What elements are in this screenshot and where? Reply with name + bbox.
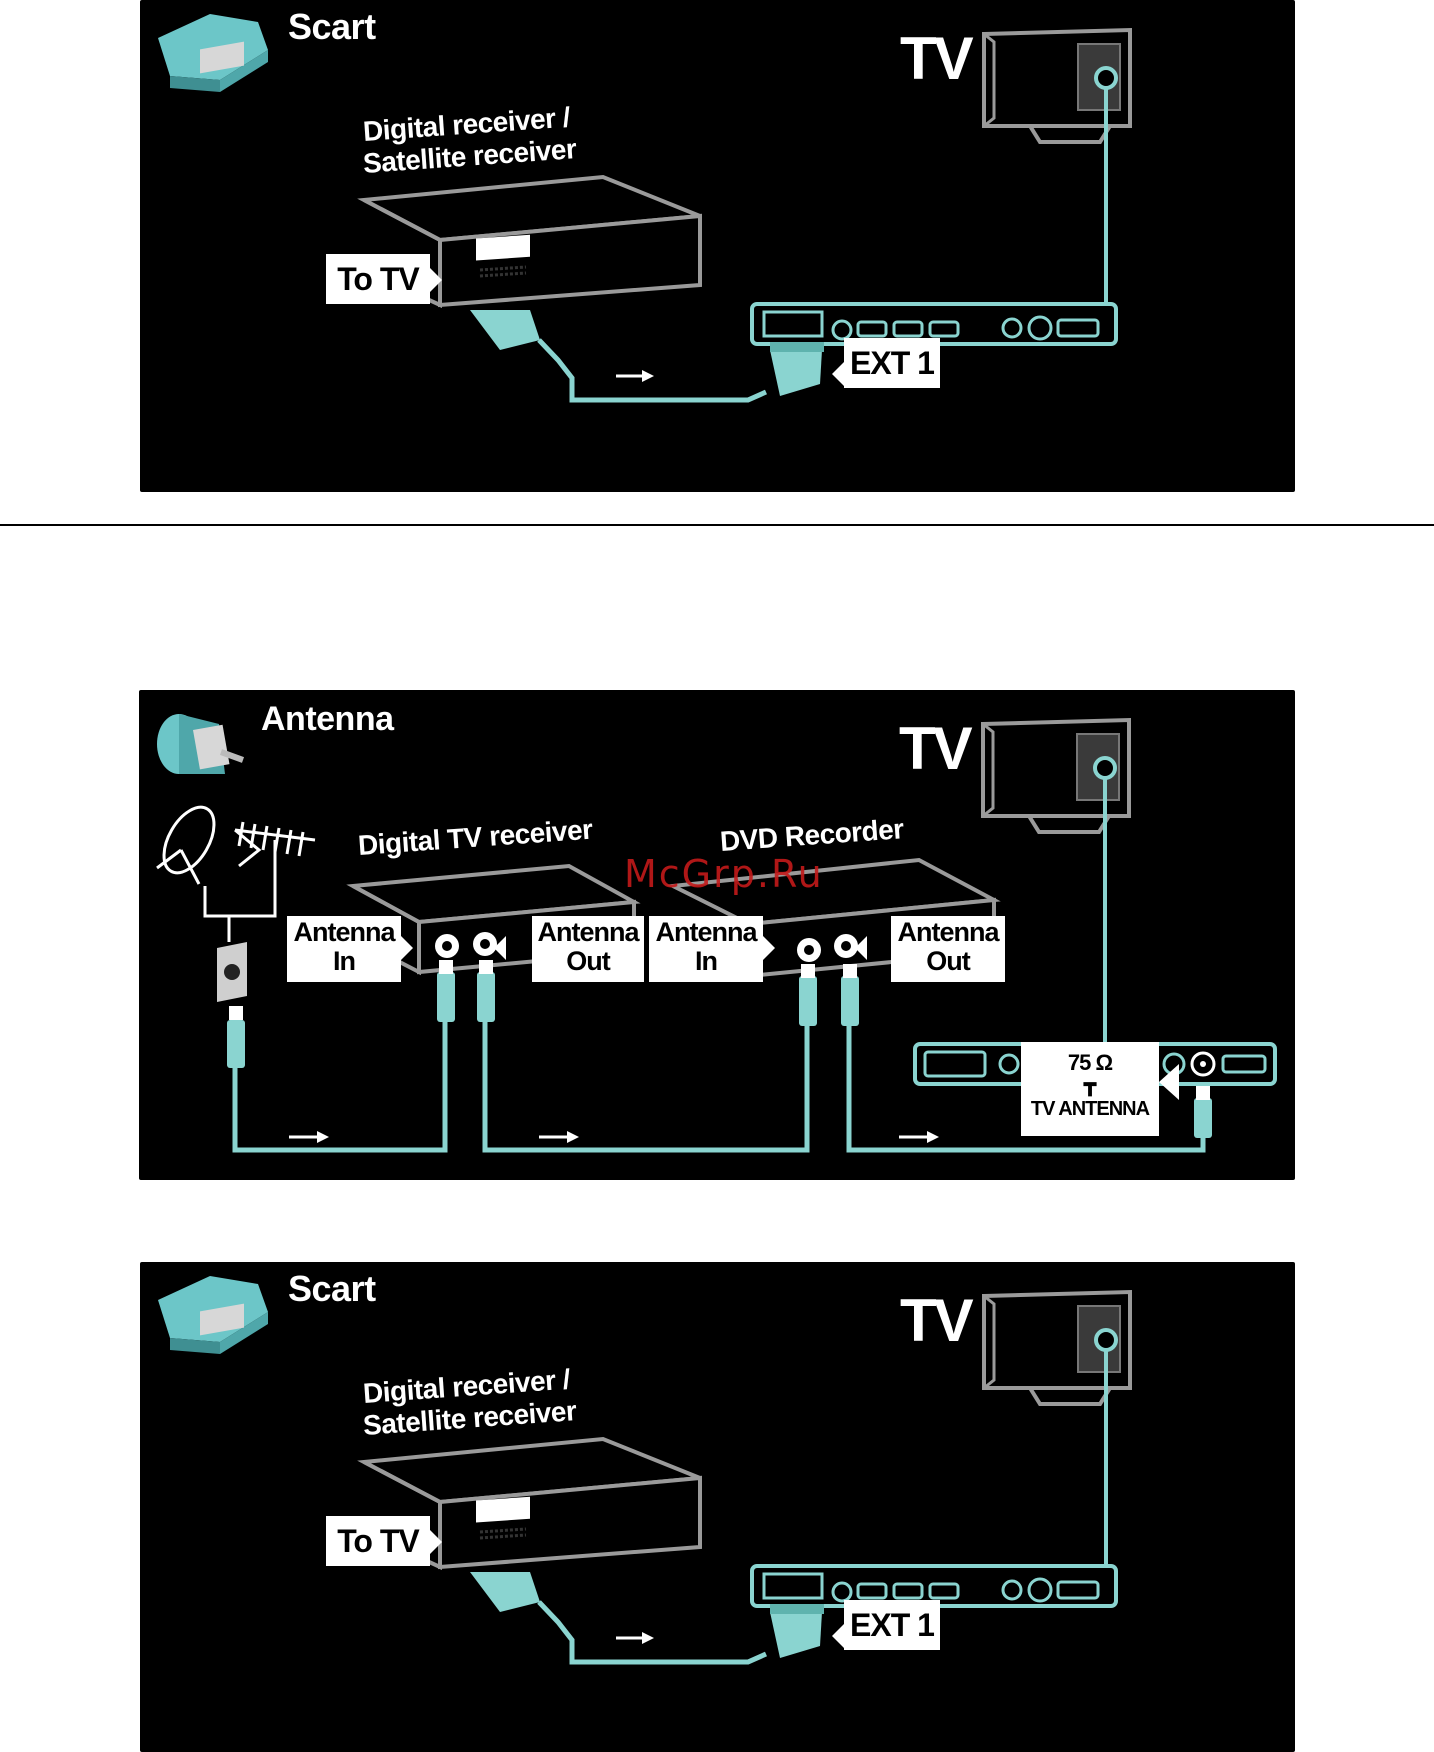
antenna-out-line2: Out	[891, 947, 1005, 976]
antenna-in-label-receiver: Antenna In	[287, 916, 401, 982]
ohm-label: 75 Ω	[1021, 1050, 1159, 1076]
wall-socket-icon	[217, 942, 247, 1002]
ext1-label: EXT 1	[844, 338, 940, 388]
tv-antenna-label: TV ANTENNA	[1021, 1098, 1159, 1121]
antenna-out-line1: Antenna	[891, 918, 1005, 947]
ext1-label: EXT 1	[844, 1600, 940, 1650]
scart-diagram	[140, 0, 1295, 492]
scart-connector-icon	[158, 1276, 268, 1354]
scart-plug-tv	[770, 350, 822, 396]
tv-antenna-port-label: 75 Ω ┳ TV ANTENNA	[1021, 1042, 1159, 1136]
panel-title: Scart	[288, 1268, 376, 1310]
arrow-icon	[289, 1131, 939, 1143]
to-tv-label: To TV	[326, 1516, 430, 1566]
to-tv-label: To TV	[326, 254, 430, 304]
antenna-in-label-dvd: Antenna In	[649, 916, 763, 982]
scart-connector-icon	[158, 14, 268, 92]
antenna-out-line1: Antenna	[532, 918, 644, 947]
antenna-in-line2: In	[649, 947, 763, 976]
watermark: McGrp.Ru	[624, 852, 824, 896]
antenna-out-label-receiver: Antenna Out	[532, 916, 644, 982]
scart-plug-tv	[770, 1612, 822, 1658]
scart-panel-bottom: Scart TV Digital receiver / Satellite re…	[140, 1262, 1295, 1752]
panel-title: Scart	[288, 6, 376, 48]
tv-label: TV	[899, 714, 970, 783]
tv-label: TV	[900, 1286, 971, 1355]
satellite-dish-icon	[154, 799, 275, 916]
antenna-out-line2: Out	[532, 947, 644, 976]
antenna-out-label-dvd: Antenna Out	[891, 916, 1005, 982]
antenna-in-line2: In	[287, 947, 401, 976]
panel-title: Antenna	[261, 700, 394, 739]
scart-panel-top: Scart TV Digital receiver / Satellite re…	[140, 0, 1295, 492]
coax-symbol-icon: ┳	[1021, 1076, 1159, 1094]
tv-label: TV	[900, 24, 971, 93]
scart-plug	[470, 310, 540, 350]
antenna-in-line1: Antenna	[287, 918, 401, 947]
antenna-in-line1: Antenna	[649, 918, 763, 947]
scart-diagram	[140, 1262, 1295, 1752]
scart-plug	[470, 1572, 540, 1612]
antenna-panel: Antenna TV Digital TV receiver DVD Recor…	[139, 690, 1295, 1180]
page-divider	[0, 524, 1434, 526]
antenna-connector-icon	[157, 714, 243, 774]
